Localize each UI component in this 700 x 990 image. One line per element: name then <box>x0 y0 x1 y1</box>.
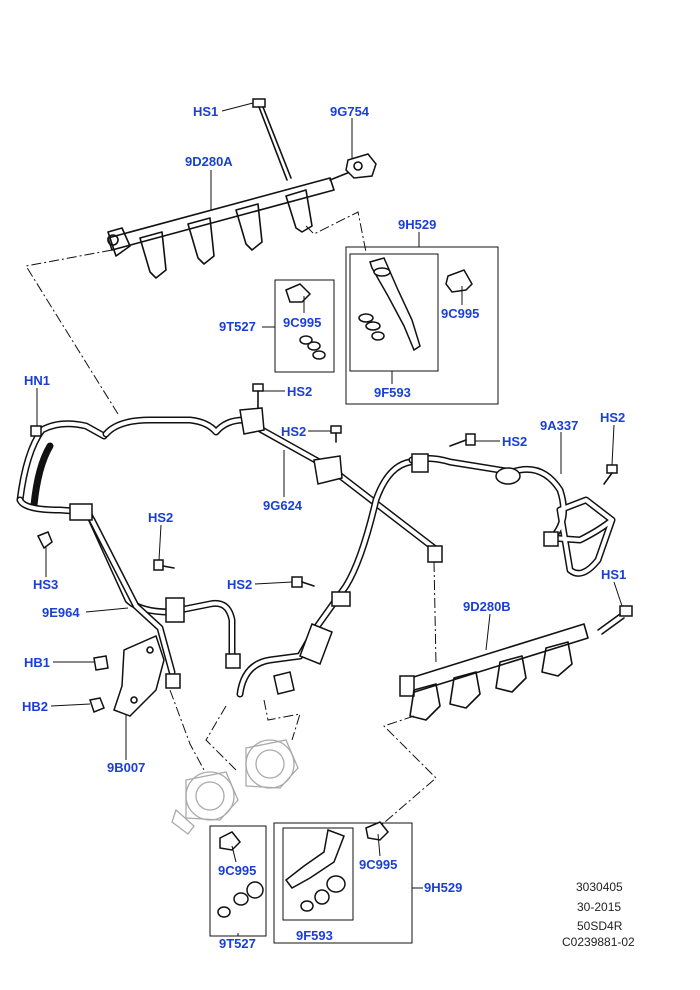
bolt-hs1-right <box>597 605 633 635</box>
fuel-pipe-left-down <box>16 496 241 689</box>
injector-inner-box-bottom <box>282 827 354 921</box>
clip-9c995-bottom-left <box>219 831 242 851</box>
callout-9t527-top: 9T527 <box>219 319 256 334</box>
bolt-hs2-left <box>153 559 175 571</box>
callout-hs2-b: HS2 <box>281 424 306 439</box>
callout-9b007: 9B007 <box>107 760 145 775</box>
clip-9c995-bottom-right <box>365 821 390 841</box>
leader-lines <box>36 102 623 936</box>
reference-codes: 3030405 30-2015 50SD4R C0239881-02 <box>562 880 635 949</box>
pressure-sensor-9g754 <box>345 153 377 179</box>
callout-hs3: HS3 <box>33 577 58 592</box>
bolt-hn1 <box>30 425 42 437</box>
callout-9d280b: 9D280B <box>463 599 511 614</box>
callout-hs2-f: HS2 <box>227 577 252 592</box>
seal-kit-box-top <box>274 279 335 373</box>
fuel-rail-left <box>107 171 351 279</box>
callout-9e964: 9E964 <box>42 605 80 620</box>
reference-line-1: 3030405 <box>576 880 623 894</box>
callout-9t527-bottom: 9T527 <box>219 936 256 951</box>
callout-9c995-top-right: 9C995 <box>441 306 479 321</box>
callout-9f593-top: 9F593 <box>374 385 411 400</box>
seal-rings-9t527-top <box>299 335 326 360</box>
callout-9f593-bottom: 9F593 <box>296 928 333 943</box>
callout-hs2-a: HS2 <box>287 384 312 399</box>
callout-9d280a: 9D280A <box>185 154 233 169</box>
clip-9c995-top-left <box>285 283 312 303</box>
seal-rings-bottom <box>300 875 346 912</box>
fuel-pipe-9a337 <box>408 453 616 577</box>
reference-line-3: 50SD4R <box>577 919 623 933</box>
high-pressure-pump-ghost-right <box>245 739 299 789</box>
seal-rings-top <box>358 313 385 341</box>
fuel-injector-bottom <box>284 828 345 889</box>
callout-9g624: 9G624 <box>263 498 303 513</box>
bolt-hs2-mid <box>330 425 342 443</box>
clip-9c995-top-right <box>445 269 473 293</box>
fuel-pipe-top-cross <box>102 407 443 563</box>
callout-9c995-bottom-right: 9C995 <box>359 857 397 872</box>
fuel-pipe-center-long <box>236 458 414 698</box>
callout-hb1: HB1 <box>24 655 50 670</box>
callout-9a337: 9A337 <box>540 418 578 433</box>
callout-hn1: HN1 <box>24 373 50 388</box>
bolt-hb2 <box>89 697 105 713</box>
alignment-lines <box>25 211 437 829</box>
bolt-hs3 <box>36 531 53 550</box>
fuel-rail-right <box>399 623 589 721</box>
callout-hs2-c: HS2 <box>502 434 527 449</box>
callout-hs2-d: HS2 <box>600 410 625 425</box>
bolt-hs2-right <box>449 433 476 447</box>
callout-9h529-bottom: 9H529 <box>424 880 462 895</box>
callout-9h529-top: 9H529 <box>398 217 436 232</box>
bracket-9b007 <box>113 634 165 717</box>
reference-line-4: C0239881-02 <box>562 935 635 949</box>
callout-9c995-top-left: 9C995 <box>283 315 321 330</box>
bolt-hb1 <box>93 655 109 671</box>
callout-hs2-e: HS2 <box>148 510 173 525</box>
callout-hs1-top: HS1 <box>193 104 218 119</box>
bolt-hs2-top <box>252 383 264 409</box>
fuel-pipe-upper-left <box>16 420 108 509</box>
callout-hs1-right: HS1 <box>601 567 626 582</box>
injector-inner-box-top <box>349 253 439 372</box>
injector-kit-box-top <box>345 246 499 405</box>
bolt-hs1-top <box>252 98 292 181</box>
fuel-injector-top <box>369 257 421 352</box>
seal-rings-9t527-bottom <box>217 881 264 918</box>
injector-kit-box-bottom <box>273 822 413 944</box>
reference-line-2: 30-2015 <box>577 900 621 914</box>
callout-9c995-bottom-left: 9C995 <box>218 863 256 878</box>
high-pressure-pump-ghost-left <box>171 771 239 835</box>
bolt-hs2-lower <box>291 576 315 588</box>
bolt-hs2-far-right <box>603 464 618 485</box>
callout-hb2: HB2 <box>22 699 48 714</box>
callout-9g754: 9G754 <box>330 104 370 119</box>
